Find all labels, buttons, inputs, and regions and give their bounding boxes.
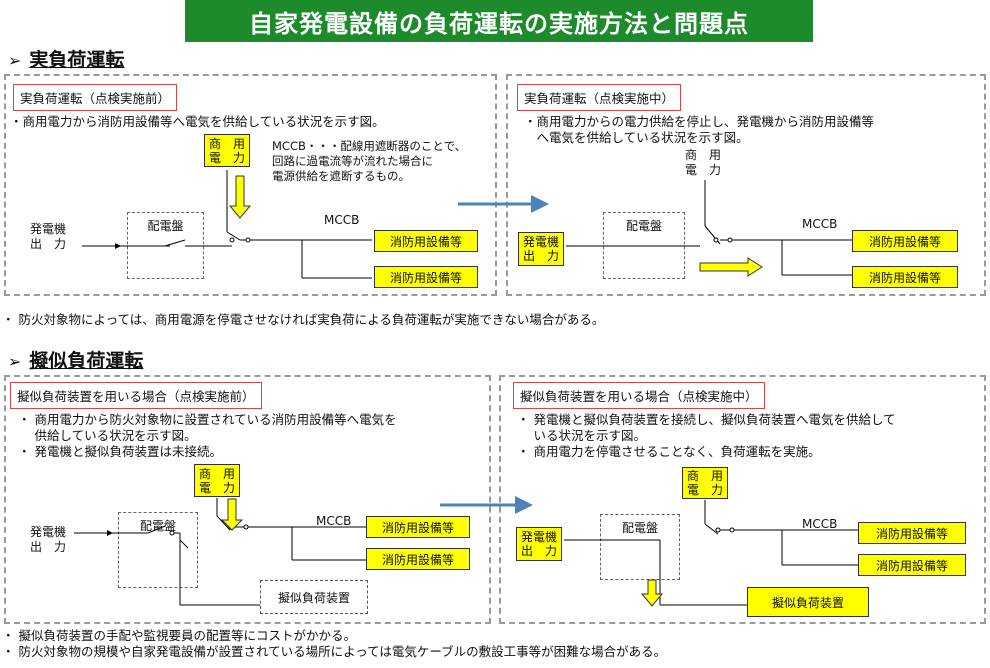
section-heading-actual-load: ➢ 実負荷運転 bbox=[8, 45, 124, 72]
triangle-bullet-icon: ➢ bbox=[8, 352, 22, 371]
fire-equipment-load-1: 消防用設備等 bbox=[852, 230, 958, 252]
description-actual-during: ・商用電力からの電力供給を停止し、発電機から消防用設備等 へ電気を供給している状… bbox=[524, 114, 875, 145]
panel-dummy-before bbox=[4, 375, 491, 624]
distribution-board: 配電盤 bbox=[118, 512, 198, 588]
note-dummy-load: ・ 擬似負荷装置の手配や監視要員の配置等にコストがかかる。・ 防火対象物の規模や… bbox=[2, 628, 667, 659]
note-actual-load: ・ 防火対象物によっては、商用電源を停電させなければ実負荷による負荷運転が実施で… bbox=[2, 312, 605, 327]
description-dummy-before: ・ 商用電力から防火対象物に設置されている消防用設備等へ電気を 供給している状況… bbox=[18, 412, 397, 459]
fire-equipment-load-1: 消防用設備等 bbox=[374, 230, 478, 252]
fire-equipment-load-2: 消防用設備等 bbox=[366, 548, 470, 570]
mccb-label: MCCB bbox=[316, 514, 352, 528]
mccb-label: MCCB bbox=[324, 213, 360, 227]
panel-actual-during bbox=[506, 74, 986, 296]
description-dummy-during: ・ 発電機と擬似負荷装置を接続し、擬似負荷装置へ電気を供給して いる状況を示す図… bbox=[517, 412, 896, 459]
transition-arrows bbox=[440, 195, 549, 514]
mccb-note: MCCB・・・配線用遮断器のことで、 回路に過電流等が流れた場合に 電源供給を遮… bbox=[272, 139, 467, 183]
commercial-power-label: 商 用電 力 bbox=[685, 148, 722, 177]
distribution-board: 配電盤 bbox=[600, 514, 680, 580]
commercial-power-box: 商 用電 力 bbox=[204, 134, 250, 167]
section-heading-text: 実負荷運転 bbox=[29, 49, 125, 71]
fire-equipment-load-1: 消防用設備等 bbox=[366, 516, 470, 538]
generator-output-label: 発電機出 力 bbox=[30, 222, 67, 251]
description-actual-before: ・商用電力から消防用設備等へ電気を供給している状況を示す図。 bbox=[10, 114, 385, 129]
power-flow-arrows bbox=[220, 175, 763, 607]
mccb-label: MCCB bbox=[802, 517, 838, 531]
section-heading-dummy-load: ➢ 擬似負荷運転 bbox=[8, 346, 143, 373]
dummy-load-device: 擬似負荷装置 bbox=[260, 580, 368, 614]
panel-dummy-during bbox=[499, 375, 986, 624]
generator-output-box: 発電機出 力 bbox=[518, 232, 564, 266]
dummy-load-device: 擬似負荷装置 bbox=[747, 587, 869, 617]
case-label-actual-during: 実負荷運転（点検実施中） bbox=[517, 84, 682, 111]
generator-output-box: 発電機出 力 bbox=[516, 527, 562, 561]
page-title: 自家発電設備の負荷運転の実施方法と問題点 bbox=[185, 0, 813, 42]
case-label-dummy-before: 擬似負荷装置を用いる場合（点検実施前） bbox=[10, 382, 262, 409]
case-label-actual-before: 実負荷運転（点検実施前） bbox=[13, 84, 178, 111]
fire-equipment-load-2: 消防用設備等 bbox=[858, 554, 966, 576]
fire-equipment-load-2: 消防用設備等 bbox=[374, 266, 478, 288]
generator-output-label: 発電機出 力 bbox=[30, 525, 67, 554]
section-heading-text: 擬似負荷運転 bbox=[29, 350, 144, 372]
case-label-dummy-during: 擬似負荷装置を用いる場合（点検実施中） bbox=[513, 382, 765, 409]
fire-equipment-load-2: 消防用設備等 bbox=[852, 266, 958, 288]
triangle-bullet-icon: ➢ bbox=[8, 51, 22, 70]
fire-equipment-load-1: 消防用設備等 bbox=[858, 522, 966, 544]
commercial-power-box: 商 用電 力 bbox=[194, 464, 240, 497]
commercial-power-box: 商 用電 力 bbox=[682, 467, 728, 499]
mccb-label: MCCB bbox=[802, 217, 838, 231]
panel-actual-before bbox=[4, 74, 497, 296]
